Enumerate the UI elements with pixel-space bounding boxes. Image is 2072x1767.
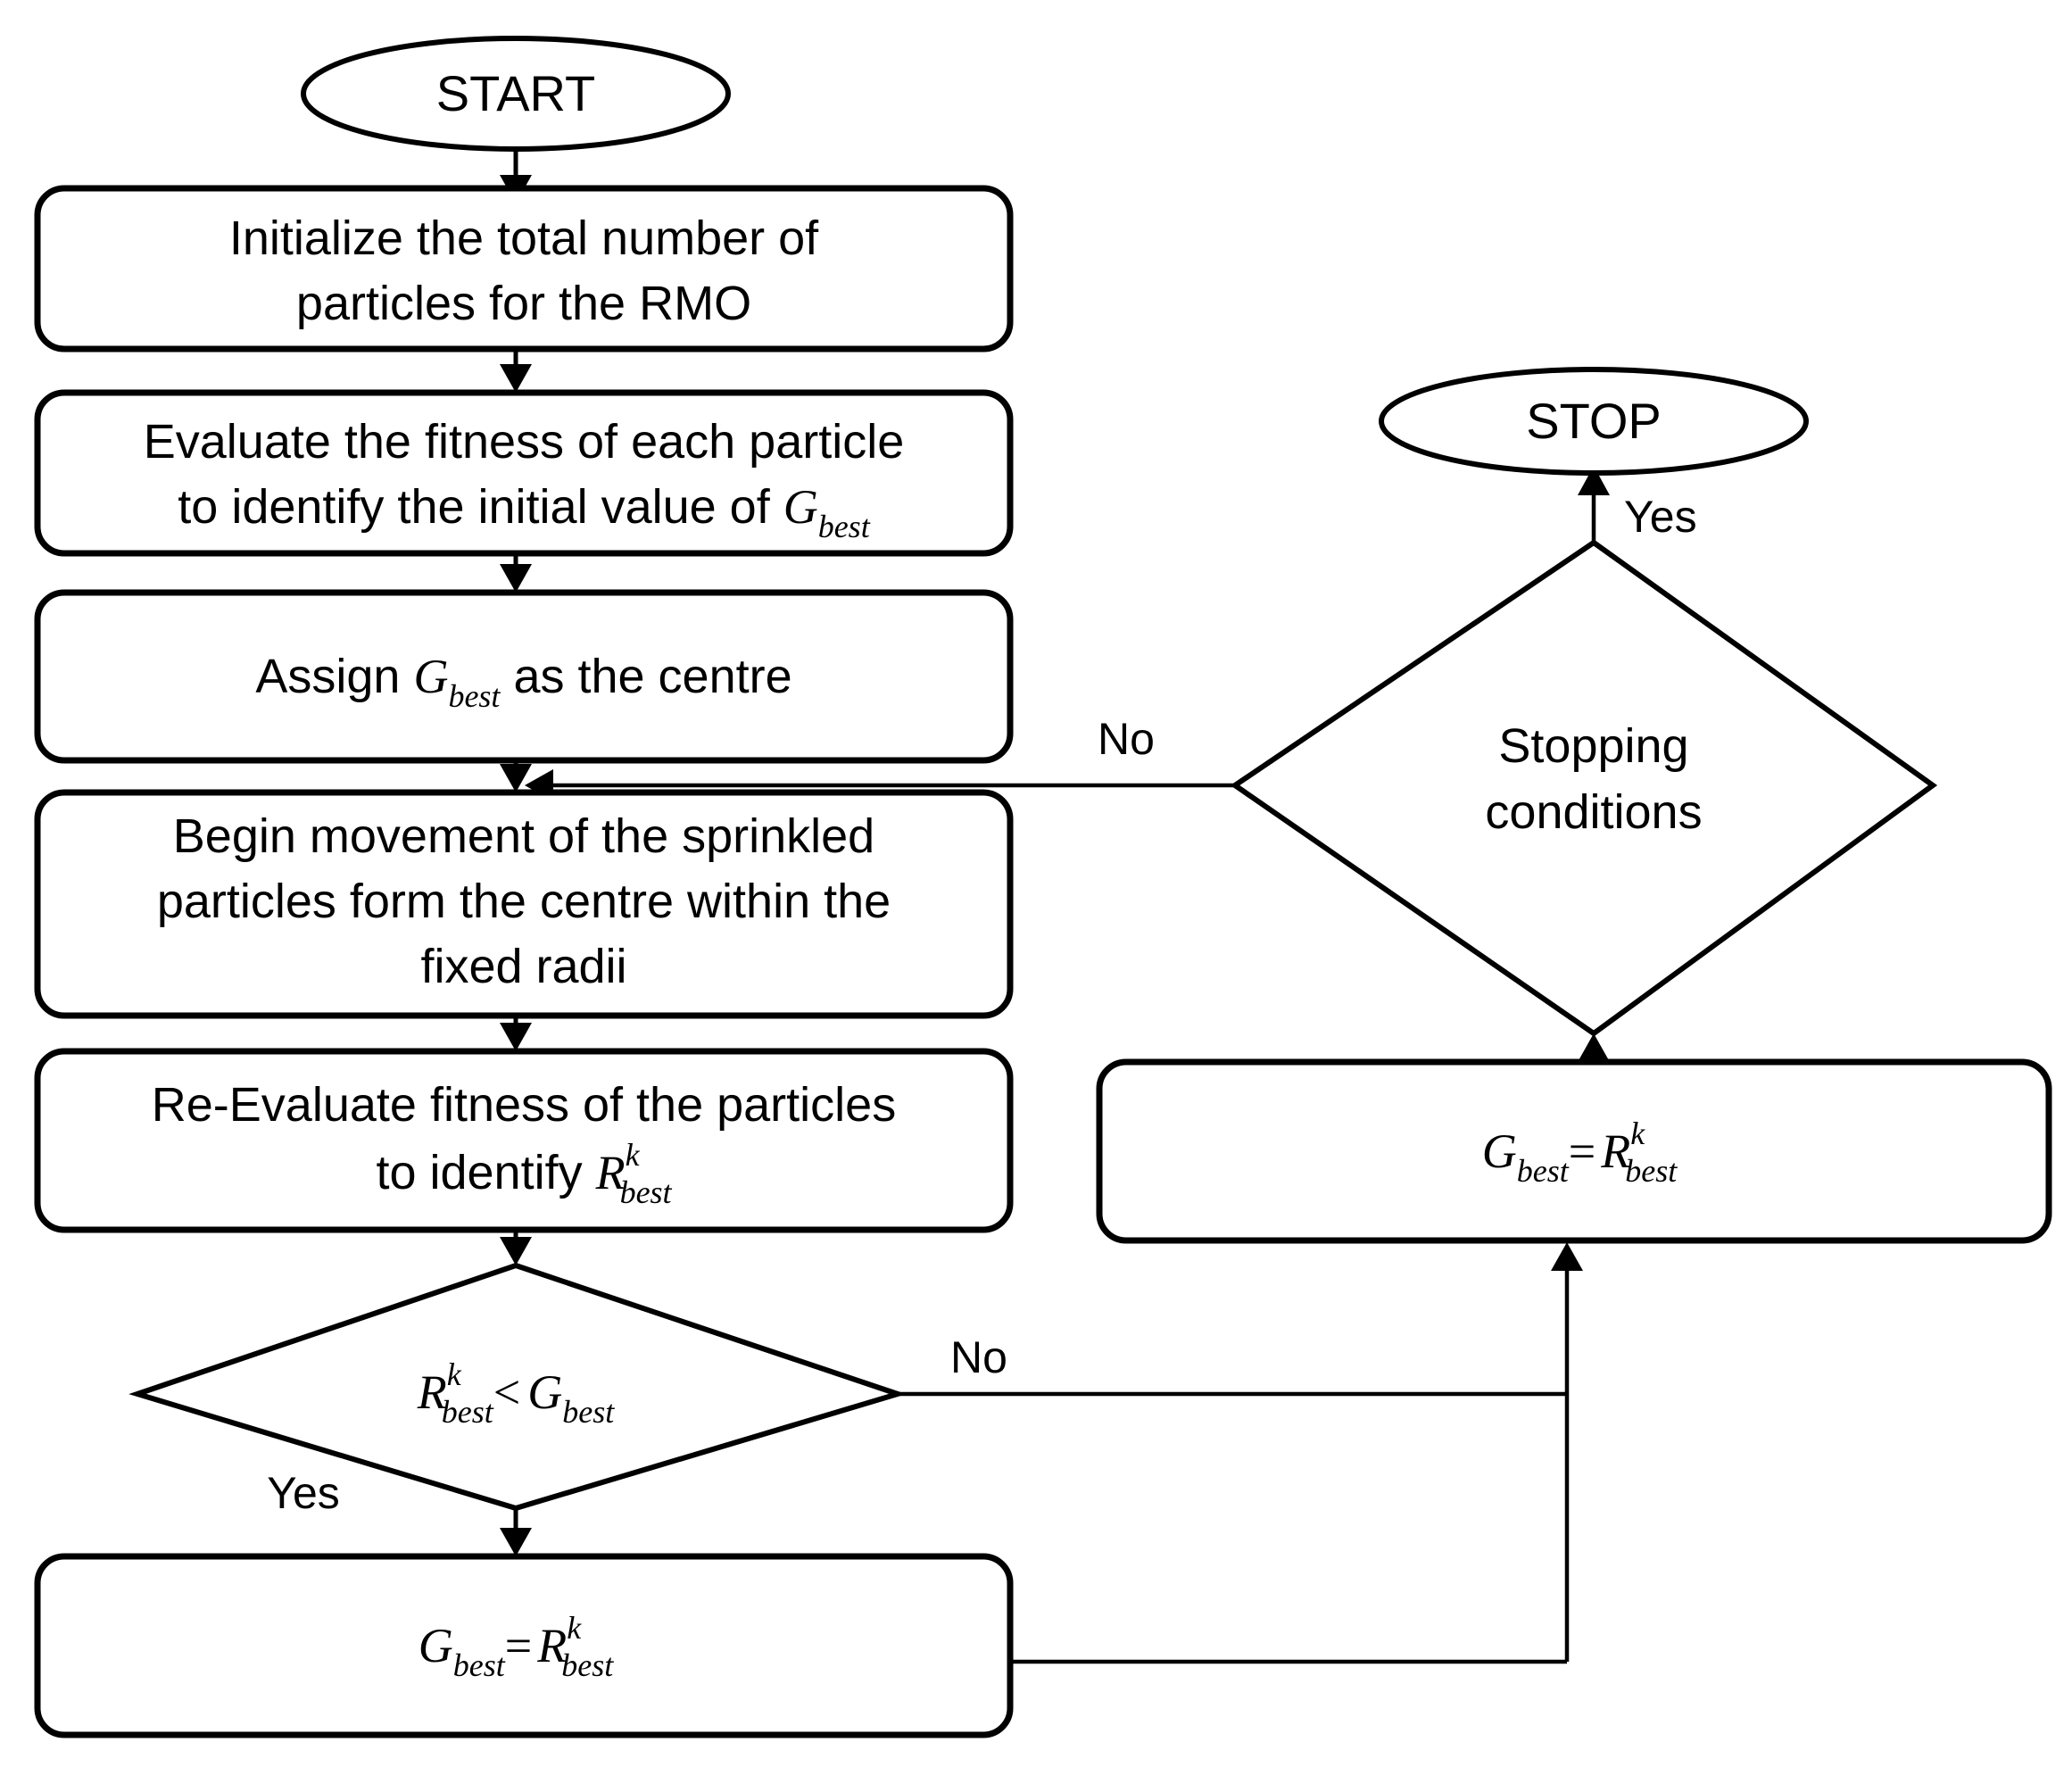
node-reeval[interactable]: Re-Evaluate fitness of the particles to …: [34, 1048, 1014, 1233]
node-compare-right-var: G: [527, 1365, 562, 1419]
edge-assign-bottom-to-assign-right: [1010, 1242, 1583, 1664]
node-assign-bottom-left-var: G: [419, 1619, 453, 1672]
node-start[interactable]: START: [301, 36, 731, 152]
node-evaluate-line2: to identify the initial value of Gbest: [178, 480, 870, 544]
node-assign-bottom-right-sub: best: [561, 1647, 614, 1683]
node-init-line2: particles for the RMO: [296, 277, 751, 330]
node-assign-right-left-var: G: [1482, 1124, 1517, 1178]
node-stop-label: STOP: [1526, 393, 1661, 449]
node-assign-centre-text: Assign Gbest as the centre: [255, 650, 792, 714]
node-move[interactable]: Begin movement of the sprinkled particle…: [34, 789, 1014, 1019]
node-init[interactable]: Initialize the total number of particles…: [34, 185, 1014, 353]
node-assign-centre[interactable]: Assign Gbest as the centre: [34, 589, 1014, 764]
node-reeval-rbest-sup: k: [626, 1137, 641, 1173]
node-move-line1: Begin movement of the sprinkled: [173, 809, 874, 863]
node-reeval-rbest-sub: best: [620, 1174, 673, 1210]
edge-evaluate-to-assign: [500, 553, 532, 593]
edge-assign-to-move: [500, 759, 532, 792]
node-assign-right-right-sup: k: [1630, 1116, 1645, 1151]
node-init-line1: Initialize the total number of: [229, 212, 819, 265]
edge-init-to-evaluate: [500, 349, 532, 393]
node-evaluate-line2-pre: to identify the initial value of: [178, 480, 783, 534]
node-compare-right-sub: best: [562, 1394, 615, 1430]
node-move-line3: fixed radii: [420, 940, 626, 993]
node-start-label: START: [436, 65, 595, 121]
node-stopping-line1: Stopping: [1498, 719, 1688, 773]
node-reeval-rbest-var: R: [595, 1146, 626, 1199]
node-compare-left-sup: k: [447, 1356, 462, 1392]
node-assign-right-right-var: R: [1600, 1124, 1630, 1178]
edge-label-stopping-yes: Yes: [1624, 492, 1697, 542]
edge-label-stopping-no: No: [1098, 714, 1155, 764]
node-move-line2: particles form the centre within the: [157, 875, 891, 928]
node-evaluate[interactable]: Evaluate the fitness of each particle to…: [34, 389, 1014, 557]
node-stopping-line2: conditions: [1485, 785, 1702, 839]
node-assign-bottom-right-sup: k: [567, 1610, 582, 1646]
node-compare-left-var: R: [417, 1365, 447, 1419]
node-compare-op: <: [493, 1365, 520, 1419]
edge-move-to-reeval: [500, 1016, 532, 1051]
node-assign-bottom-op: =: [505, 1619, 532, 1672]
edge-assign-right-to-stopping: [1578, 1033, 1610, 1062]
node-evaluate-gbest-sub: best: [818, 509, 871, 544]
node-assign-right-left-sub: best: [1517, 1153, 1570, 1189]
node-assign-bottom-right-var: R: [536, 1619, 567, 1672]
node-assign-right-right-sub: best: [1625, 1153, 1678, 1189]
node-assign-centre-sub: best: [448, 678, 501, 714]
edge-compare-yes-to-assign-bottom: [500, 1508, 532, 1556]
node-reeval-line1: Re-Evaluate fitness of the particles: [152, 1078, 896, 1132]
edge-label-compare-no: No: [950, 1332, 1007, 1382]
node-assign-centre-var: G: [413, 650, 448, 703]
node-assign-bottom-left-sub: best: [453, 1647, 506, 1683]
node-reeval-line2-pre: to identify: [376, 1146, 595, 1199]
edge-reeval-to-compare: [500, 1230, 532, 1265]
node-stop[interactable]: STOP: [1379, 367, 1809, 476]
node-assign-right-op: =: [1569, 1124, 1595, 1178]
edge-label-compare-yes: Yes: [267, 1468, 340, 1518]
node-evaluate-gbest-var: G: [783, 480, 818, 534]
node-assign-centre-post: as the centre: [500, 650, 792, 703]
node-compare-left-sub: best: [442, 1394, 494, 1430]
node-evaluate-line1: Evaluate the fitness of each particle: [144, 415, 905, 469]
node-stopping-decision[interactable]: Stopping conditions: [1230, 539, 1938, 1037]
node-assign-centre-pre: Assign: [255, 650, 413, 703]
